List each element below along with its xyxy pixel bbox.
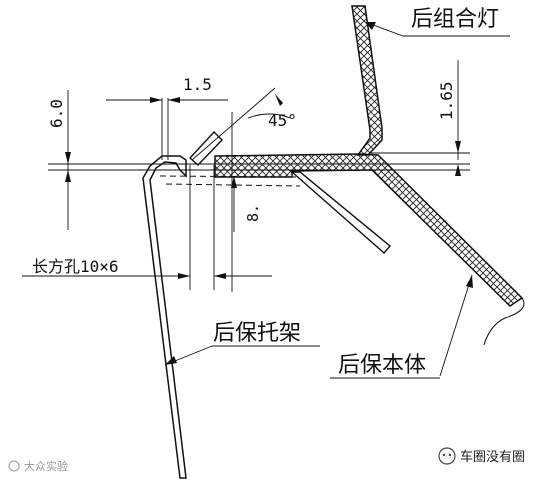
left-watermark-text: 大众实验 (24, 459, 68, 473)
arrowheads (65, 22, 473, 365)
bumper-angled-tab (188, 130, 223, 166)
right-brand-text: 车圈没有圈 (460, 449, 525, 465)
rear-bumper-bracket (142, 155, 187, 479)
right-brand: 车圈没有圈 (438, 447, 525, 465)
hidden-line-1 (159, 175, 301, 178)
break-line (483, 297, 525, 346)
bumper-inner-flange (290, 171, 391, 254)
label-rear-lamp: 后组合灯 (411, 7, 499, 32)
dim-lamp-gap: 1.65 (437, 81, 456, 120)
dim-slot-hole: 长方孔10×6 (32, 257, 119, 276)
left-watermark: 大众实验 (8, 459, 68, 473)
hidden-line-2 (165, 183, 301, 187)
angle-arc (247, 113, 291, 119)
dim-angle: 45° (268, 111, 297, 130)
dimension-lines (22, 21, 510, 379)
wechat-icon (438, 447, 456, 465)
label-rear-bumper-body: 后保本体 (338, 353, 426, 378)
rear-lamp-housing (351, 5, 383, 156)
dim-vertical-offset: 6.0 (47, 99, 66, 128)
dim-slot-offset: 8. (244, 204, 262, 222)
dim-gap-width: 1.5 (183, 75, 212, 94)
label-rear-bumper-bracket: 后保托架 (213, 321, 301, 346)
